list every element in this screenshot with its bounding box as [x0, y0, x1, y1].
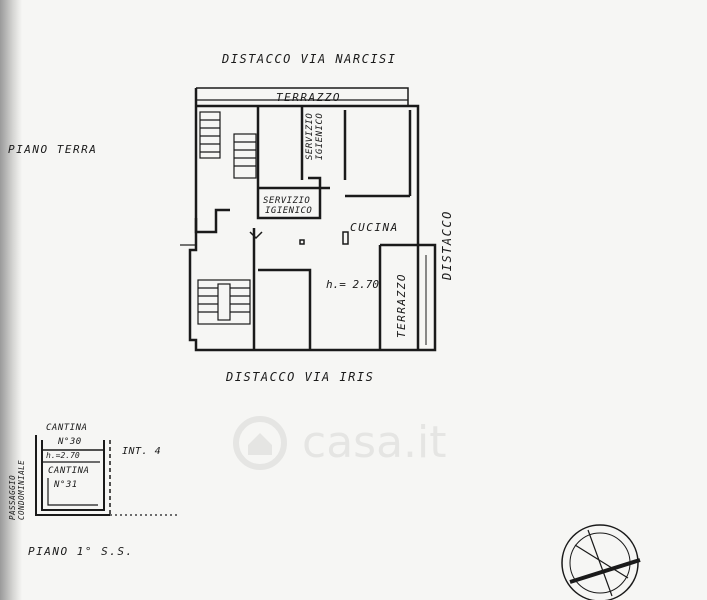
- label-cellar-number-31: N°31: [54, 480, 78, 490]
- stairs-lower: [197, 279, 251, 325]
- label-east-setback: DISTACCO: [440, 210, 454, 280]
- label-bath2-line1: SERVIZIO: [263, 196, 311, 206]
- label-bath1-line2: IGIENICO: [315, 112, 325, 160]
- watermark: casa.it: [232, 415, 472, 475]
- label-ceiling-height: h.= 2.70: [326, 278, 379, 291]
- casa-house-icon: [233, 416, 287, 470]
- fixtures: [249, 231, 349, 245]
- label-terrace-right: TERRAZZO: [395, 273, 408, 338]
- label-bath2-line2: IGIENICO: [265, 206, 313, 216]
- label-cellar2-title: CANTINA: [48, 466, 90, 476]
- label-cellar-title: CANTINA: [46, 423, 88, 433]
- compass-stamp: [561, 524, 641, 600]
- label-kitchen: CUCINA: [350, 221, 399, 234]
- interior-walls: [194, 106, 420, 350]
- label-terrace-top: TERRAZZO: [276, 91, 341, 104]
- label-shared-passage: PASSAGGIO CONDOMINIALE: [8, 459, 26, 520]
- cellar-plan: [35, 435, 180, 516]
- label-basement-floor: PIANO 1° S.S.: [28, 545, 134, 558]
- label-ground-floor: PIANO TERRA: [8, 143, 98, 156]
- label-bath1-line1: SERVIZIO: [305, 112, 315, 160]
- label-north-setback: DISTACCO VIA NARCISI: [222, 52, 397, 66]
- label-cellar-height: h.=2.70: [46, 451, 80, 460]
- watermark-text: casa.it: [302, 417, 447, 468]
- stairs-upper: [199, 111, 257, 179]
- label-interior-number: INT. 4: [122, 446, 162, 457]
- label-cellar-number-30: N°30: [58, 437, 82, 447]
- label-south-setback: DISTACCO VIA IRIS: [226, 370, 375, 384]
- scan-shadow-edge: [0, 0, 22, 600]
